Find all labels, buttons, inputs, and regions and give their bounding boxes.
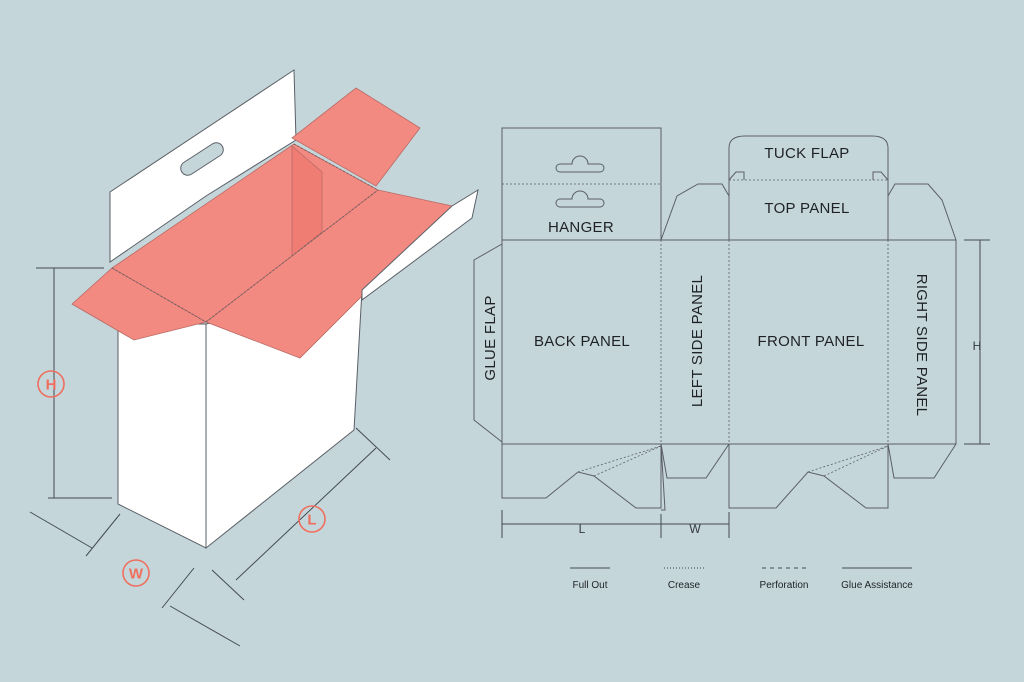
box-3d — [71, 69, 479, 550]
label-back-panel: BACK PANEL — [534, 333, 630, 350]
badge-height: H — [37, 370, 65, 398]
legend-label-full-out: Full Out — [572, 580, 607, 591]
legend: Full Out Crease Perforation Glue Assista… — [570, 567, 913, 591]
legend-label-glue-assistance: Glue Assistance — [841, 580, 913, 591]
dieline-tuck-flap — [728, 135, 889, 180]
dieline-dust-flap-right — [887, 183, 957, 241]
box-inner-partition — [291, 145, 323, 257]
box-front-face — [117, 323, 207, 549]
label-front-panel: FRONT PANEL — [758, 333, 865, 350]
badge-length-text: L — [307, 512, 316, 529]
dieline-bottom-front — [728, 444, 889, 509]
dieline-bottom-right-side — [887, 443, 957, 479]
hanger-hole-icon — [555, 155, 605, 173]
label-tuck-flap: TUCK FLAP — [764, 145, 849, 162]
dieline: TUCK FLAP TOP PANEL HANGER BACK PANEL FR… — [473, 127, 957, 511]
badge-width-text: W — [129, 566, 144, 583]
box-hanger-hole-icon — [180, 142, 224, 176]
label-right-side-panel: RIGHT SIDE PANEL — [913, 274, 930, 417]
label-top-panel: TOP PANEL — [764, 200, 849, 217]
dim-width-label: W — [689, 522, 701, 536]
badge-width: W — [122, 559, 150, 587]
dieline-bottom-back — [501, 444, 662, 509]
legend-label-crease: Crease — [668, 580, 701, 591]
badge-height-text: H — [46, 377, 57, 394]
dim-height-label: H — [973, 339, 982, 353]
label-glue-flap: GLUE FLAP — [482, 295, 499, 380]
box-3d-dimensions — [29, 267, 391, 647]
box-right-dust-flap — [361, 188, 479, 301]
box-open-flap-top — [291, 87, 421, 187]
label-hanger: HANGER — [548, 219, 614, 236]
dieline-bottom-left-side — [660, 443, 730, 479]
dieline-glue-flap — [473, 243, 503, 443]
badge-length: L — [298, 505, 326, 533]
label-left-side-panel: LEFT SIDE PANEL — [689, 275, 706, 407]
dim-length-label: L — [579, 522, 586, 536]
dieline-dimensions: L W H — [501, 239, 990, 538]
legend-label-perforation: Perforation — [760, 580, 809, 591]
dieline-dust-flap-left — [660, 183, 730, 241]
hanger-hole-lower-icon — [555, 190, 605, 208]
